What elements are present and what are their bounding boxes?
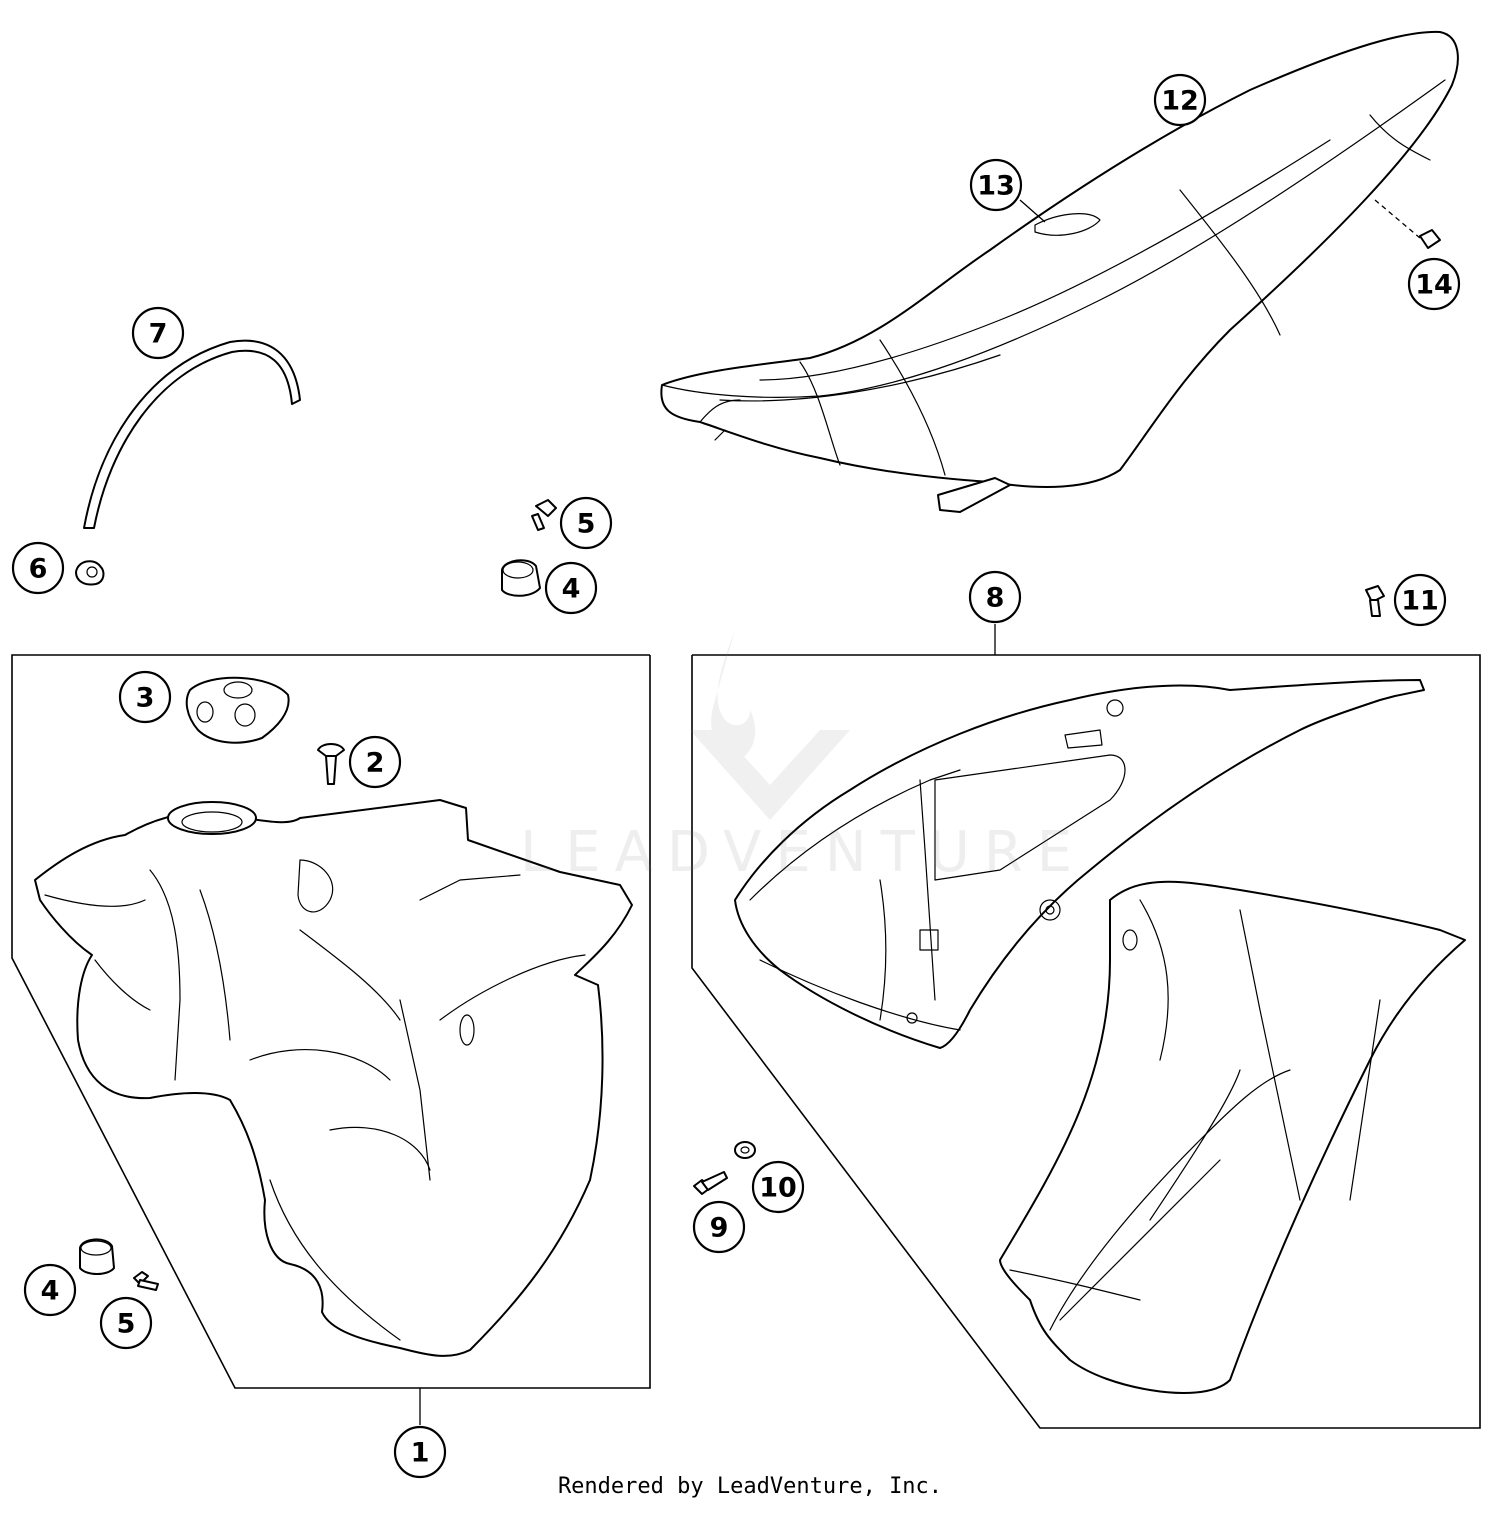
callout-4-top: 4 [544, 561, 598, 615]
bushing-top [501, 559, 541, 597]
callout-12-label: 12 [1161, 86, 1199, 117]
callout-8: 8 [968, 570, 1022, 624]
callout-9: 9 [692, 1200, 746, 1254]
screw-2 [317, 743, 345, 785]
callout-7: 7 [131, 306, 185, 360]
callout-14-label: 14 [1415, 270, 1453, 301]
callout-5-bottom-label: 5 [117, 1309, 136, 1340]
render-credit: Rendered by LeadVenture, Inc. [557, 1474, 943, 1499]
callout-11-label: 11 [1401, 586, 1439, 617]
seat-bolt [1374, 199, 1441, 249]
callout-2: 2 [348, 735, 402, 789]
callout-4-bottom: 4 [23, 1263, 77, 1317]
washer-10 [734, 1141, 756, 1159]
callout-3-label: 3 [136, 683, 155, 714]
callout-1-label: 1 [411, 1438, 430, 1469]
callout-8-label: 8 [986, 583, 1005, 614]
callout-12: 12 [1153, 73, 1207, 127]
callout-10-label: 10 [759, 1173, 797, 1204]
callout-4-bottom-label: 4 [41, 1276, 60, 1307]
side-panel-right [999, 880, 1466, 1394]
leader-13 [1019, 199, 1046, 223]
side-panel-left [734, 679, 1425, 1049]
callout-7-label: 7 [149, 319, 168, 350]
seat [660, 30, 1459, 513]
fuel-tank-group-frame [11, 654, 651, 1389]
side-panel-group-frame [691, 654, 1481, 1429]
callout-13: 13 [969, 158, 1023, 212]
callout-14: 14 [1407, 257, 1461, 311]
callout-5-top: 5 [559, 496, 613, 550]
callout-4-top-label: 4 [562, 574, 581, 605]
callout-11: 11 [1393, 573, 1447, 627]
bolt-11 [1365, 585, 1385, 617]
callout-6-label: 6 [29, 554, 48, 585]
fuel-hose [83, 339, 301, 529]
bolt-9 [693, 1171, 728, 1195]
fuel-cap [185, 676, 290, 744]
callout-1: 1 [393, 1425, 447, 1479]
callout-5-top-label: 5 [577, 509, 596, 540]
callout-13-label: 13 [977, 171, 1015, 202]
callout-2-label: 2 [366, 748, 385, 779]
callout-3: 3 [118, 670, 172, 724]
callout-10: 10 [751, 1160, 805, 1214]
callout-9-label: 9 [710, 1213, 729, 1244]
callout-6: 6 [11, 541, 65, 595]
fuel-tank [34, 799, 633, 1357]
hose-clamp [75, 560, 105, 586]
bolt-bottom [133, 1271, 159, 1291]
callout-5-bottom: 5 [99, 1296, 153, 1350]
bushing-bottom [79, 1238, 115, 1275]
bolt-top [531, 499, 557, 531]
